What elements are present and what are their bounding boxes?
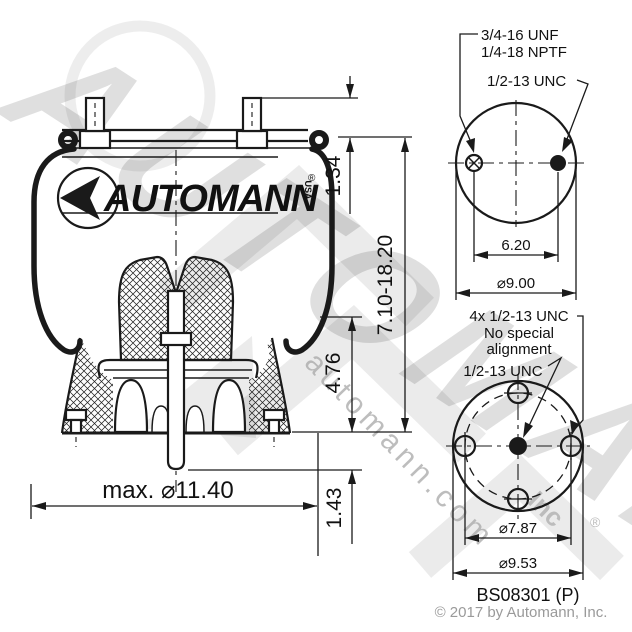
bead-curl-right (309, 130, 329, 150)
label-stud-thread: 3/4-16 UNF (481, 27, 559, 44)
mounting-stud-right (235, 96, 269, 150)
piston-arch-left (113, 378, 149, 434)
bolt-hole-top (504, 381, 532, 405)
bolt-hole-right (559, 432, 583, 460)
logo-registered-mark: ® (308, 173, 316, 184)
leader-bolt-pattern (574, 315, 584, 430)
label-alignment-note-1: No special (484, 325, 554, 342)
dim-stud-height: 1.34 (322, 155, 345, 196)
logo-emblem-ring (56, 166, 120, 230)
bolt-hole-bottom (504, 487, 532, 511)
base-bolt-right (262, 408, 286, 435)
logo-suffix: USA (303, 180, 313, 200)
footer: BS08301 (P) © 2017 by Automann, Inc. (435, 585, 608, 621)
piston-arch-right (211, 378, 247, 434)
piston-rod (159, 289, 193, 471)
copyright-text: © 2017 by Automann, Inc. (435, 604, 608, 621)
rod-nut (159, 331, 193, 347)
dim-bottom-plate-diameter: ⌀9.53 (499, 555, 537, 572)
label-bolt-pattern: 4x 1/2-13 UNC (469, 308, 568, 325)
piston-arch-small-right (185, 405, 205, 433)
top-plate-view: 3/4-16 UNF 1/4-18 NPTF 1/2-13 UNC 6.20 ⌀… (448, 27, 589, 300)
dim-hole-spacing: 6.20 (501, 237, 530, 254)
part-number: BS08301 (P) (476, 585, 579, 605)
label-blind-nut: 1/2-13 UNC (487, 73, 566, 90)
dim-max-diameter: max. ⌀11.40 (102, 477, 233, 504)
mounting-stud-left (78, 96, 112, 150)
air-fitting-symbol (464, 153, 484, 173)
logo-text: AUTOMANN (103, 178, 320, 220)
label-alignment-note-2: alignment (486, 341, 552, 358)
dim-mount-offset: 1.43 (323, 488, 346, 529)
dim-piston-height: 4.76 (322, 353, 345, 394)
logo-arrow-icon (60, 176, 100, 220)
air-spring-bellows (31, 146, 335, 355)
leader-center-thread (526, 356, 563, 431)
watermark-ring (64, 20, 216, 172)
bottom-plate-view: 4x 1/2-13 UNC No special alignment 1/2-1… (446, 308, 590, 580)
label-air-fitting: 1/4-18 NPTF (481, 44, 567, 61)
stud-hole (550, 155, 566, 171)
center-stud-hole (509, 437, 527, 455)
leader-air-fitting (459, 33, 478, 141)
side-view: AUTOMANN USA ® 1.34 (30, 76, 412, 556)
dim-overall-height: 7.10-18.20 (374, 235, 397, 335)
brand-logo: AUTOMANN USA ® (56, 156, 321, 230)
side-view-dimensions: 1.34 7.10-18.20 4.76 1.43 max (30, 76, 412, 556)
dim-bolt-circle: ⌀7.87 (499, 520, 537, 537)
label-center-thread: 1/2-13 UNC (463, 363, 542, 380)
leader-blind-nut (563, 79, 589, 148)
dim-top-plate-diameter: ⌀9.00 (497, 275, 535, 292)
base-bolt-left (64, 408, 88, 435)
watermark-registered-mark: ® (590, 514, 601, 530)
bolt-hole-left (453, 432, 477, 460)
